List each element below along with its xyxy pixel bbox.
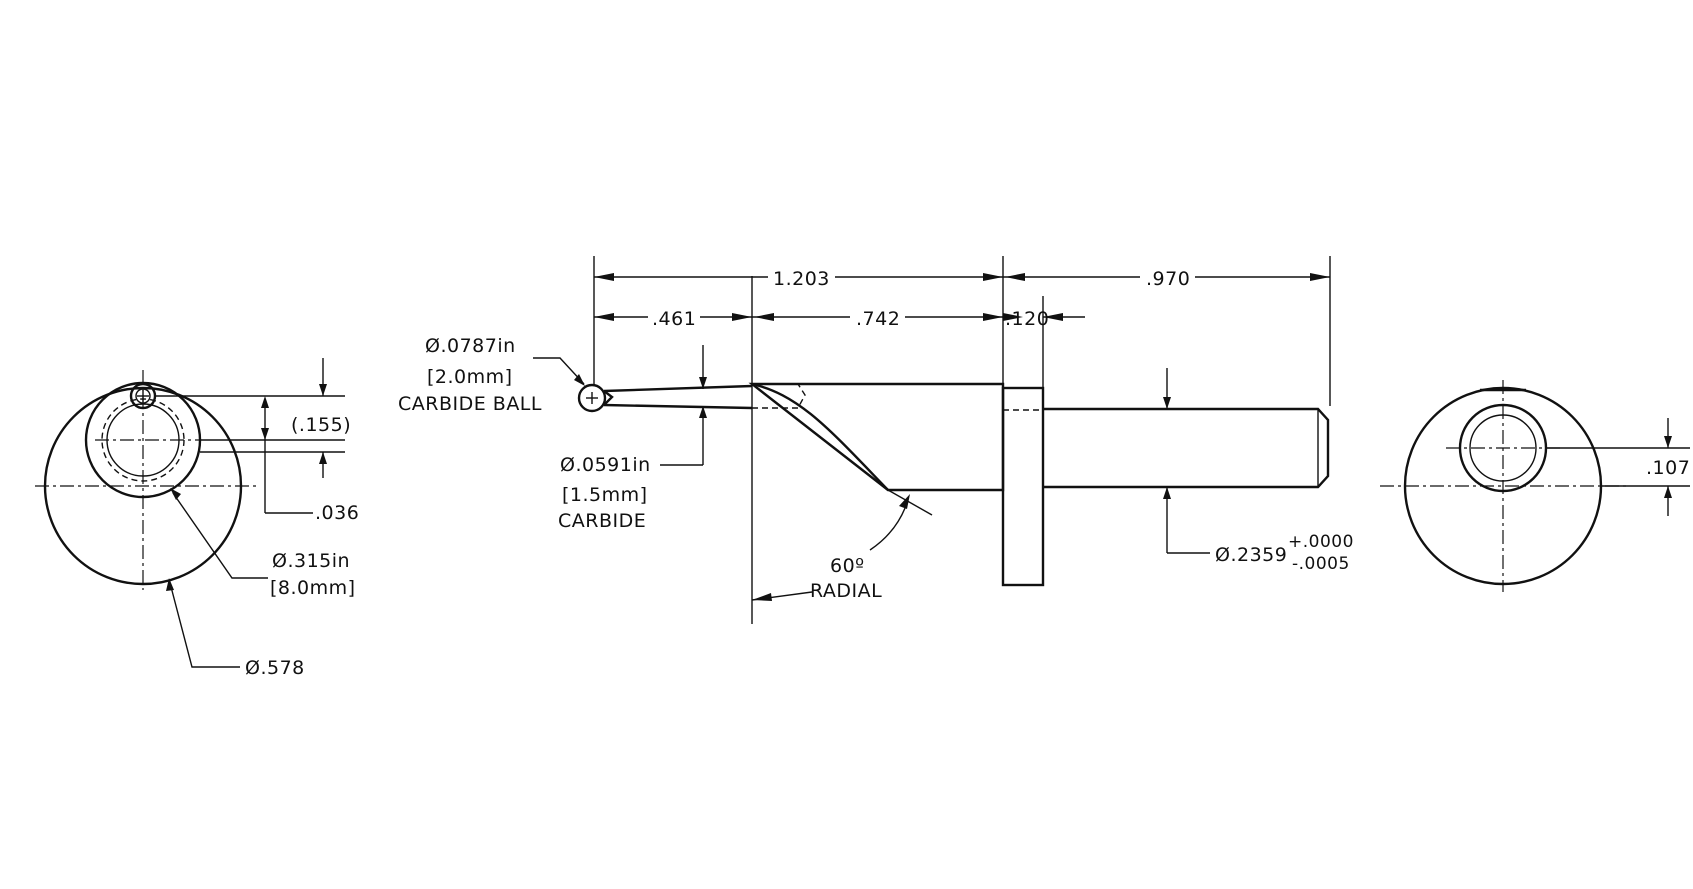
- dim-flange-dia: Ø.578: [245, 657, 305, 679]
- dim-shank-tol-minus: -.0005: [1292, 554, 1350, 574]
- dim-angle: 60º: [830, 555, 865, 577]
- right-end-view: .107: [1380, 380, 1690, 592]
- dim-ball-material: CARBIDE BALL: [398, 393, 542, 415]
- stylus-ball: [577, 383, 607, 413]
- dim-stem-dia-mm: [1.5mm]: [562, 484, 648, 506]
- dim-stylus-length: .461: [652, 308, 696, 330]
- dim-flange-thickness: .120: [1005, 308, 1049, 330]
- dim-stem-dia: Ø.0591in: [560, 454, 651, 476]
- dim-body-length: .742: [856, 308, 900, 330]
- side-view: 1.203 .970 .461 .742 .120 Ø.0787in [2.0m…: [398, 256, 1354, 624]
- dim-shank-dia: Ø.2359: [1215, 544, 1287, 566]
- dim-offset-ref: (.155): [291, 414, 351, 436]
- dim-stem-material: CARBIDE: [558, 510, 646, 532]
- dim-ball-dia-mm: [2.0mm]: [427, 366, 513, 388]
- dim-end-offset: .107: [1646, 457, 1690, 479]
- dim-offset-small: .036: [315, 502, 359, 524]
- dim-body-dia: Ø.315in: [272, 550, 350, 572]
- dim-shank-tol-plus: +.0000: [1288, 532, 1354, 552]
- dim-angle-type: RADIAL: [810, 580, 882, 602]
- dim-shank-length: .970: [1146, 268, 1190, 290]
- dim-ball-dia: Ø.0787in: [425, 335, 516, 357]
- dim-body-dia-mm: [8.0mm]: [270, 577, 356, 599]
- dim-overall: 1.203: [773, 268, 830, 290]
- shank: [1043, 407, 1330, 489]
- left-end-view: (.155) .036 Ø.315in [8.0mm] Ø.578: [35, 358, 359, 679]
- flange: [1001, 386, 1045, 587]
